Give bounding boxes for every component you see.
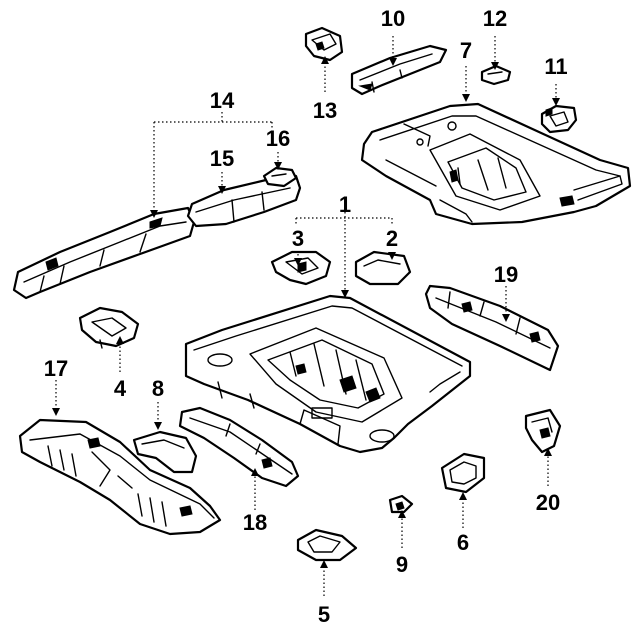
- callout-5: 5: [318, 602, 330, 627]
- part-1-center-floor-pan: [184, 294, 472, 454]
- callout-18: 18: [243, 510, 267, 535]
- callout-10: 10: [381, 6, 405, 31]
- part-5-plate: [296, 528, 358, 562]
- part-14-side-rail: [12, 206, 196, 300]
- part-6-plate: [440, 452, 486, 494]
- part-15-rail-segment: [186, 174, 302, 228]
- callout-17: 17: [44, 356, 68, 381]
- leader-lines: [52, 36, 560, 596]
- part-10-bracket: [350, 44, 448, 96]
- callout-6: 6: [457, 530, 469, 555]
- callout-19: 19: [494, 262, 518, 287]
- part-7-rear-floor-pan: [360, 102, 632, 226]
- callout-4: 4: [114, 376, 127, 401]
- callout-11: 11: [544, 54, 567, 79]
- callout-2: 2: [386, 226, 398, 251]
- callout-9: 9: [396, 552, 408, 577]
- part-9-clip: [388, 494, 414, 514]
- part-8-reinforcement: [132, 430, 198, 474]
- callout-14: 14: [210, 88, 235, 113]
- part-18-center-rail: [178, 406, 300, 488]
- callout-20: 20: [536, 490, 560, 515]
- callout-15: 15: [210, 146, 234, 171]
- callout-7: 7: [460, 38, 472, 63]
- part-16-clip: [262, 166, 298, 188]
- part-20-bracket: [524, 408, 562, 454]
- part-13-bracket: [304, 26, 344, 62]
- callout-labels: 10 12 7 11 13 14 16 15 1 3 2 19 17 4 8 2…: [44, 6, 568, 627]
- part-4-bracket: [78, 306, 140, 349]
- callout-3: 3: [292, 226, 304, 251]
- callout-13: 13: [313, 98, 337, 123]
- part-3-bracket: [270, 250, 332, 286]
- callout-8: 8: [152, 376, 164, 401]
- part-19-cross-member: [424, 284, 560, 372]
- part-17-front-floor-pan: [18, 418, 222, 536]
- callout-12: 12: [483, 6, 507, 31]
- part-12-clip: [480, 64, 512, 86]
- callout-1: 1: [339, 192, 351, 217]
- callout-16: 16: [266, 126, 290, 151]
- part-2-plate: [354, 250, 412, 286]
- part-11-bracket: [540, 104, 578, 134]
